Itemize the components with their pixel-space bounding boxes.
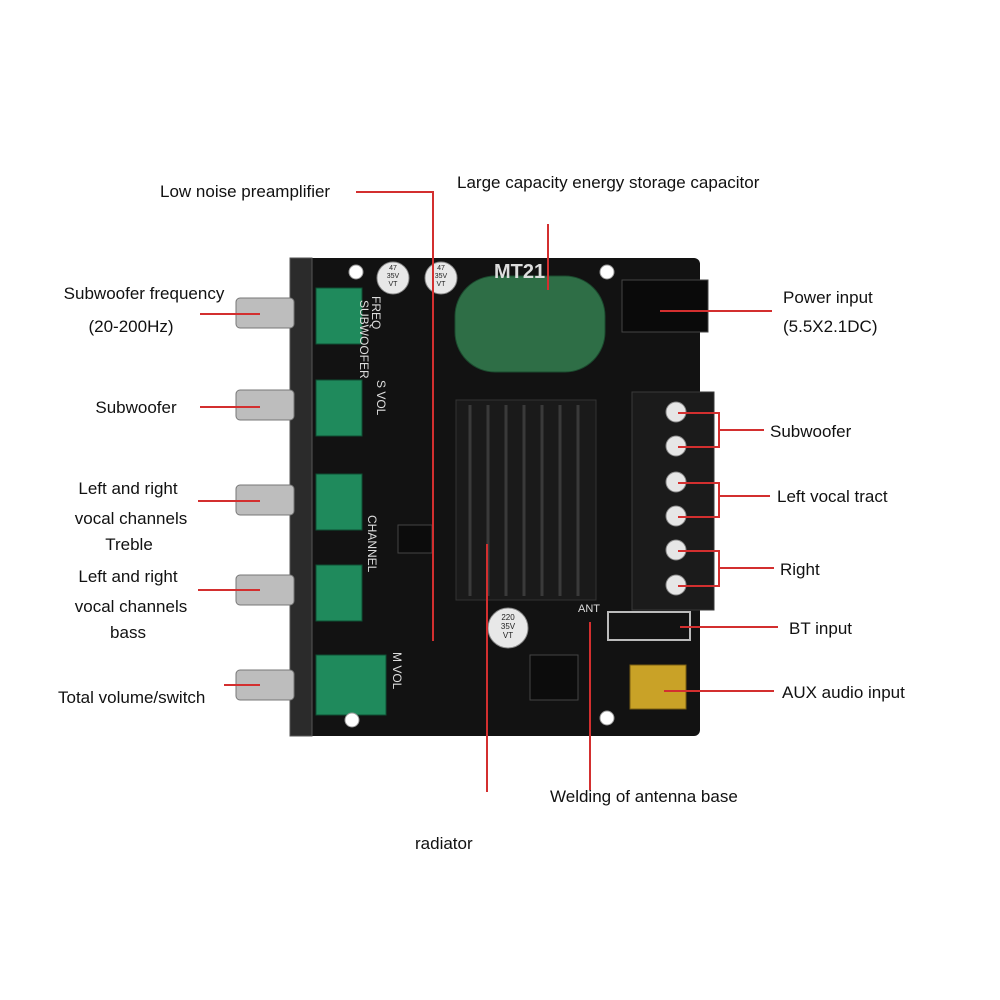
mount-hole-2 [599,264,615,280]
energy-storage-capacitor [454,275,606,373]
silk-subwoofer: SUBWOOFER [357,300,371,379]
leader-left-vocal-h [718,495,770,497]
leader-subwoofer-right-1 [678,412,720,414]
small-capacitor-1 [376,261,410,295]
label-bass-1: Left and right [78,567,178,586]
leader-right-h [718,567,774,569]
leader-subwoofer-right-2 [678,446,720,448]
leader-sub-frequency [200,313,260,315]
leader-bass [198,589,260,591]
leader-bt [680,626,778,628]
ic-chip-1 [529,654,579,701]
terminal-block [631,391,715,611]
label-treble-1: Left and right [78,479,178,498]
leader-left-vocal-2 [678,516,720,518]
label-aux-input: AUX audio input [782,683,905,702]
leader-aux [664,690,774,692]
leader-left-vocal-v [718,482,720,518]
label-sub-frequency-1: Subwoofer frequency [63,284,225,303]
leader-low-noise-v [432,191,434,641]
mount-hole-4 [344,712,360,728]
label-radiator: radiator [415,834,473,853]
silk-channel: CHANNEL [365,515,379,573]
label-bt-input: BT input [789,619,853,638]
capacitor-220 [487,607,529,649]
label-subwoofer-left: Subwoofer [95,398,177,417]
label-treble-3: Treble [105,535,153,554]
label-subwoofer-right: Subwoofer [770,422,852,441]
leader-left-vocal-1 [678,482,720,484]
leader-right-1 [678,550,720,552]
label-sub-frequency-2: (20-200Hz) [88,317,174,336]
label-bass-3: bass [110,623,146,642]
label-antenna: Welding of antenna base [550,787,738,806]
leader-right-2 [678,585,720,587]
mount-hole-3 [599,710,615,726]
leader-subwoofer-right-h [718,429,764,431]
aux-jack [629,664,687,710]
label-low-noise-preamplifier: Low noise preamplifier [160,182,331,201]
label-capacitor: Large capacity energy storage capacitor [457,173,760,192]
leader-low-noise-h [356,191,434,193]
label-power-1: Power input [783,288,873,307]
leader-subwoofer-left [200,406,260,408]
leader-total-volume [224,684,260,686]
dc-jack [621,279,709,333]
silk-ant: ANT [578,603,600,615]
pot-treble [235,473,363,531]
pot-subwoofer [235,379,363,437]
leader-power [660,310,772,312]
screw-terminals [665,401,687,596]
silk-freq: FREQ [369,296,383,329]
silk-s-vol: S VOL [374,380,388,416]
pot-bass [235,564,363,622]
pot-total-volume [235,654,387,716]
leader-radiator-v [486,544,488,792]
label-right: Right [780,560,820,579]
mount-hole-1 [348,264,364,280]
label-bass-2: vocal channels [74,597,188,616]
silk-m-vol: M VOL [390,652,404,690]
label-left-vocal: Left vocal tract [777,487,888,506]
leader-treble [198,500,260,502]
model-text: MT21 [494,261,545,283]
label-treble-2: vocal channels [74,509,188,528]
label-total-volume: Total volume/switch [58,688,206,707]
pot-subwoofer-frequency [235,287,363,345]
ic-chip-2 [397,524,433,554]
leader-capacitor [547,224,549,290]
label-power-2: (5.5X2.1DC) [783,317,878,336]
leader-antenna-v [589,622,591,790]
heatsink [455,399,597,601]
